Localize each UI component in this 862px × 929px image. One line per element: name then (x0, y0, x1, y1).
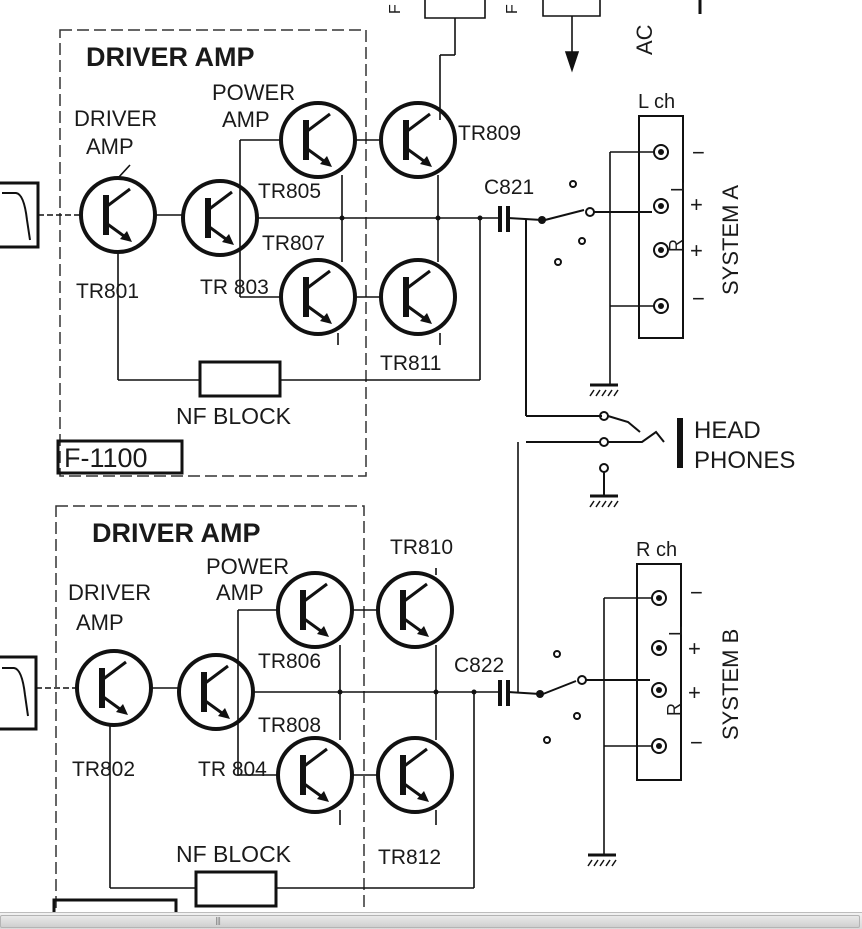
capacitor-c821 (498, 206, 510, 232)
driver-amp-label-upper-2: AMP (86, 134, 134, 159)
power-amp-label-upper-2: AMP (222, 107, 270, 132)
block-title-lower: DRIVER AMP (92, 518, 261, 548)
tr805-label: TR805 (258, 180, 321, 203)
headphones-line2: PHONES (694, 447, 795, 474)
filter-curve-upper (2, 192, 31, 241)
system-a-l: L (668, 182, 688, 192)
tr801-label: TR801 (76, 280, 139, 303)
driver-amp-block-upper (59, 29, 367, 477)
power-amp-label-upper-1: POWER (212, 80, 295, 105)
model-box-lower-partial (52, 898, 178, 912)
junctions-lower (337, 689, 477, 695)
tr806-label: TR806 (258, 650, 321, 673)
terminal-block-system-b (636, 563, 682, 781)
power-amp-label-lower-1: POWER (206, 554, 289, 579)
cut-text-r2: F (504, 4, 521, 14)
switch-pivot-a (538, 216, 546, 224)
tr802-label: TR802 (72, 758, 135, 781)
transistor-tr802 (77, 651, 151, 725)
system-b-r: R (664, 703, 684, 716)
speaker-switch-a (507, 180, 652, 417)
system-b-name: SYSTEM B (718, 629, 743, 740)
terminals-system-b (651, 590, 667, 754)
tr810-label: TR810 (390, 536, 453, 559)
system-b-polarity: − + + − (688, 580, 703, 755)
block-title-upper: DRIVER AMP (86, 42, 255, 72)
terminals-system-a (653, 144, 669, 314)
transistor-tr812 (378, 738, 452, 812)
tr804-label: TR 804 (198, 758, 267, 781)
horizontal-scrollbar[interactable]: ||| (0, 912, 862, 929)
model-label: F-1100 (64, 443, 148, 473)
svg-text:−: − (692, 140, 705, 165)
driver-amp-label-lower-2: AMP (76, 610, 124, 635)
system-b-l: L (666, 626, 686, 636)
c821-label: C821 (484, 176, 534, 199)
system-a-wires (609, 151, 654, 385)
driver-amp-block-lower (55, 505, 365, 912)
tr812-label: TR812 (378, 846, 441, 869)
power-amp-label-lower-2: AMP (216, 580, 264, 605)
headphone-jack (526, 411, 683, 496)
svg-text:−: − (692, 286, 705, 311)
ground-symbol-headphones (588, 494, 620, 509)
svg-text:−: − (690, 580, 703, 605)
driver-amp-label-upper-1: DRIVER (74, 106, 157, 131)
model-box (56, 439, 184, 475)
svg-text:−: − (690, 730, 703, 755)
nf-block-resistor-lower (194, 870, 278, 908)
transistor-tr811 (381, 260, 455, 334)
nf-block-label-upper: NF BLOCK (176, 403, 292, 429)
transistor-tr807 (281, 260, 355, 334)
transistor-tr805 (281, 103, 355, 177)
transistor-tr809 (381, 103, 455, 177)
nf-block-resistor-upper (198, 360, 282, 398)
tr811-label: TR811 (380, 352, 441, 375)
transistor-tr810 (378, 573, 452, 647)
ground-symbol-b (586, 853, 618, 868)
svg-text:+: + (688, 680, 701, 705)
c822-label: C822 (454, 654, 504, 677)
tr809-label: TR809 (458, 122, 521, 145)
ac-label: AC (632, 24, 657, 55)
terminal-block-system-a (638, 115, 684, 339)
system-a-name: SYSTEM A (718, 185, 743, 295)
capacitor-c822 (498, 680, 510, 706)
tr808-label: TR808 (258, 714, 321, 737)
transistor-tr801 (81, 178, 155, 252)
tr807-label: TR807 (262, 232, 325, 255)
top-fragments (424, 0, 601, 100)
junctions-upper (339, 215, 483, 221)
ground-symbol-a (588, 383, 620, 398)
system-b-channel: R ch (636, 539, 677, 561)
scrollbar-grip-icon: ||| (215, 916, 221, 925)
transistor-tr804 (179, 655, 253, 729)
wires-lower (36, 442, 519, 889)
svg-text:+: + (688, 636, 701, 661)
nf-block-label-lower: NF BLOCK (176, 841, 292, 867)
system-b-wires (603, 597, 652, 855)
svg-text:+: + (690, 192, 703, 217)
svg-text:+: + (690, 238, 703, 263)
cut-text-r: F (387, 4, 404, 14)
speaker-switch-b (507, 650, 650, 744)
transistor-tr808 (278, 738, 352, 812)
system-a-channel: L ch (638, 91, 675, 113)
upper-channel (0, 29, 510, 477)
headphones-line1: HEAD (694, 417, 761, 444)
switch-pivot-b (536, 690, 544, 698)
lower-channel (0, 442, 519, 912)
transistor-tr806 (278, 573, 352, 647)
filter-curve-lower (2, 667, 29, 717)
driver-amp-label-lower-1: DRIVER (68, 580, 151, 605)
wires-upper (38, 100, 500, 381)
filter-box-lower (0, 655, 38, 731)
transistor-tr803 (183, 181, 257, 255)
system-a-polarity: − + + − (690, 140, 705, 311)
scrollbar-thumb[interactable]: ||| (0, 915, 860, 928)
system-a-r: R (666, 239, 686, 252)
tr803-label: TR 803 (200, 276, 269, 299)
